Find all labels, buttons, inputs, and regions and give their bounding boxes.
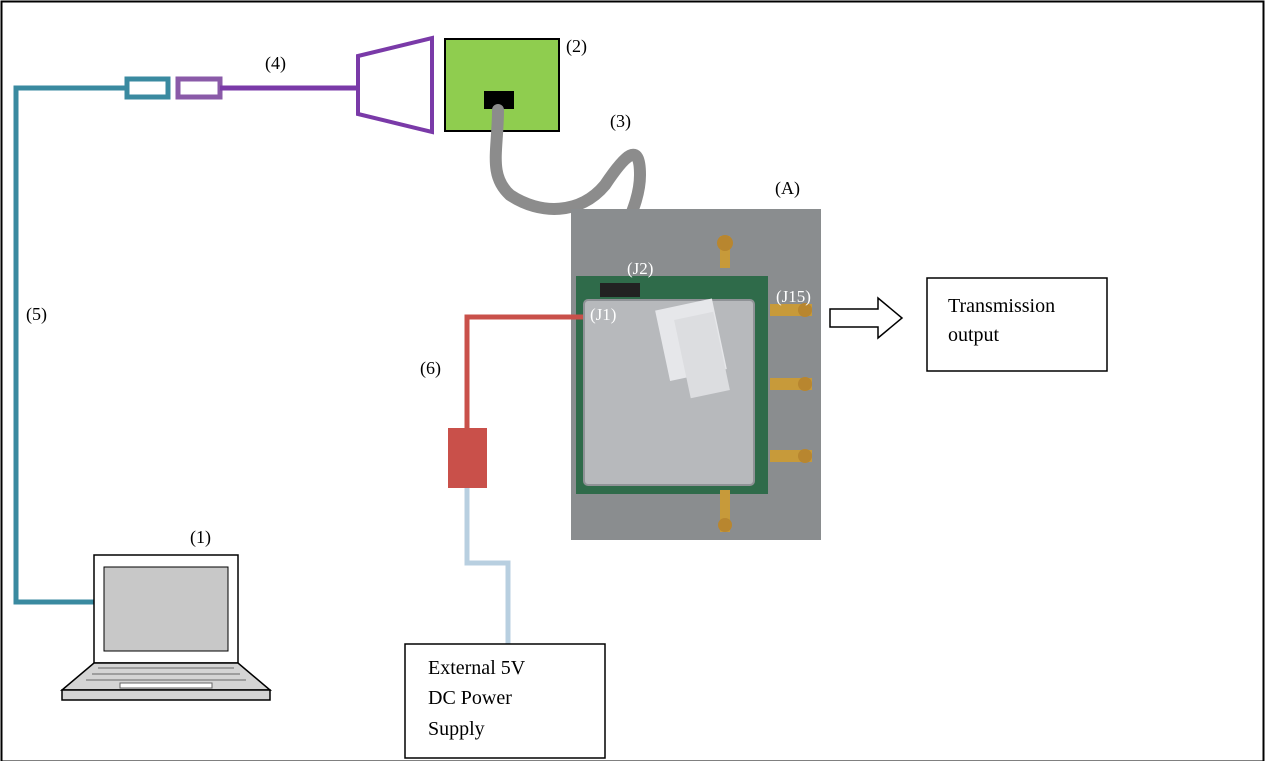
- usb-connector-purple: [175, 76, 223, 100]
- power-supply-box: [404, 643, 606, 759]
- power-supply-line3: Supply: [428, 718, 485, 740]
- power-cable-lightblue: [464, 488, 511, 645]
- output-arrow: [829, 296, 904, 340]
- label-board: (A): [775, 178, 800, 199]
- sdr-board: [571, 209, 821, 540]
- transmission-output-line2: output: [948, 324, 1000, 346]
- usb-cable-5: [13, 85, 128, 605]
- power-connector-red: [448, 428, 487, 488]
- label-hub: (2): [566, 36, 587, 57]
- hub-port: [484, 91, 514, 109]
- usb-connector-blue: [124, 76, 171, 100]
- cable-3: [489, 104, 647, 286]
- label-purple-cable: (4): [265, 53, 286, 74]
- label-j1: (J1): [590, 305, 616, 324]
- label-red-cable: (6): [420, 358, 441, 379]
- transmission-output-box: [926, 277, 1108, 372]
- label-blue-cable: (5): [26, 304, 47, 325]
- cable-4-adapter: [356, 35, 434, 135]
- power-supply-line1: External 5V: [428, 657, 526, 679]
- label-j15: (J15): [776, 287, 811, 306]
- power-supply-line2: DC Power: [428, 687, 512, 709]
- laptop: [59, 554, 273, 701]
- label-laptop: (1): [190, 527, 211, 548]
- transmission-output-line1: Transmission: [948, 295, 1055, 317]
- label-gray-cable: (3): [610, 111, 631, 132]
- power-cable-6: [464, 314, 583, 430]
- label-j2: (J2): [627, 259, 653, 278]
